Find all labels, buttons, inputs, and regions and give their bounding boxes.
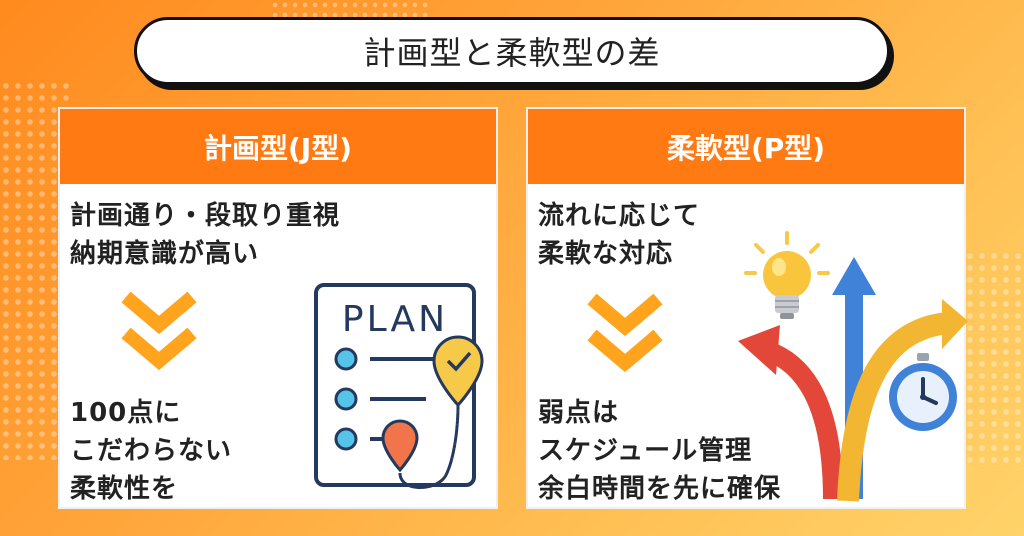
flexible-type-header-label: 柔軟型(P型) (666, 131, 826, 165)
planned-type-header-label: 計画型(J型) (203, 131, 352, 165)
chevron-down-icon (121, 291, 197, 371)
dot-pattern-right (964, 250, 1024, 470)
planned-type-card: 計画型(J型) 計画通り・段取り重視 納期意識が高い 100点に こだわらない … (58, 107, 498, 509)
lightbulb-icon (744, 231, 830, 319)
planned-advice-line: こだわらない (70, 436, 233, 466)
plan-label: PLAN (342, 299, 448, 340)
planned-strength-line: 計画通り・段取り重視 (70, 201, 341, 231)
flexible-strength-line: 流れに応じて (538, 201, 701, 231)
flexible-weakness-line: スケジュール管理 (538, 436, 753, 466)
flexible-weakness-line: 余白時間を先に確保 (538, 474, 782, 504)
planned-advice-line: 柔軟性を (70, 474, 179, 504)
page-title: 計画型と柔軟型の差 (363, 34, 661, 72)
stopwatch-icon (889, 353, 957, 431)
planned-advice: 100点に こだわらない 柔軟性を (70, 394, 232, 508)
chevron-down-icon (587, 293, 663, 373)
planned-advice-line: 100点に (70, 398, 182, 428)
planned-type-header: 計画型(J型) (60, 109, 496, 184)
planned-strengths: 計画通り・段取り重視 納期意識が高い (70, 197, 340, 273)
arrows-icon (738, 257, 968, 502)
flexible-strength-line: 柔軟な対応 (538, 239, 674, 269)
flexible-type-card: 柔軟型(P型) 流れに応じて 柔軟な対応 弱点は スケジュール管理 余白時間を先… (526, 107, 968, 509)
flexible-weakness: 弱点は スケジュール管理 余白時間を先に確保 (538, 394, 781, 508)
flexible-type-header: 柔軟型(P型) (528, 109, 964, 184)
flexible-weakness-line: 弱点は (538, 398, 620, 428)
plan-checklist-icon: PLAN (314, 283, 484, 489)
title-banner: 計画型と柔軟型の差 (134, 17, 890, 85)
planned-strength-line: 納期意識が高い (70, 239, 260, 269)
flexible-strengths: 流れに応じて 柔軟な対応 (538, 197, 700, 273)
